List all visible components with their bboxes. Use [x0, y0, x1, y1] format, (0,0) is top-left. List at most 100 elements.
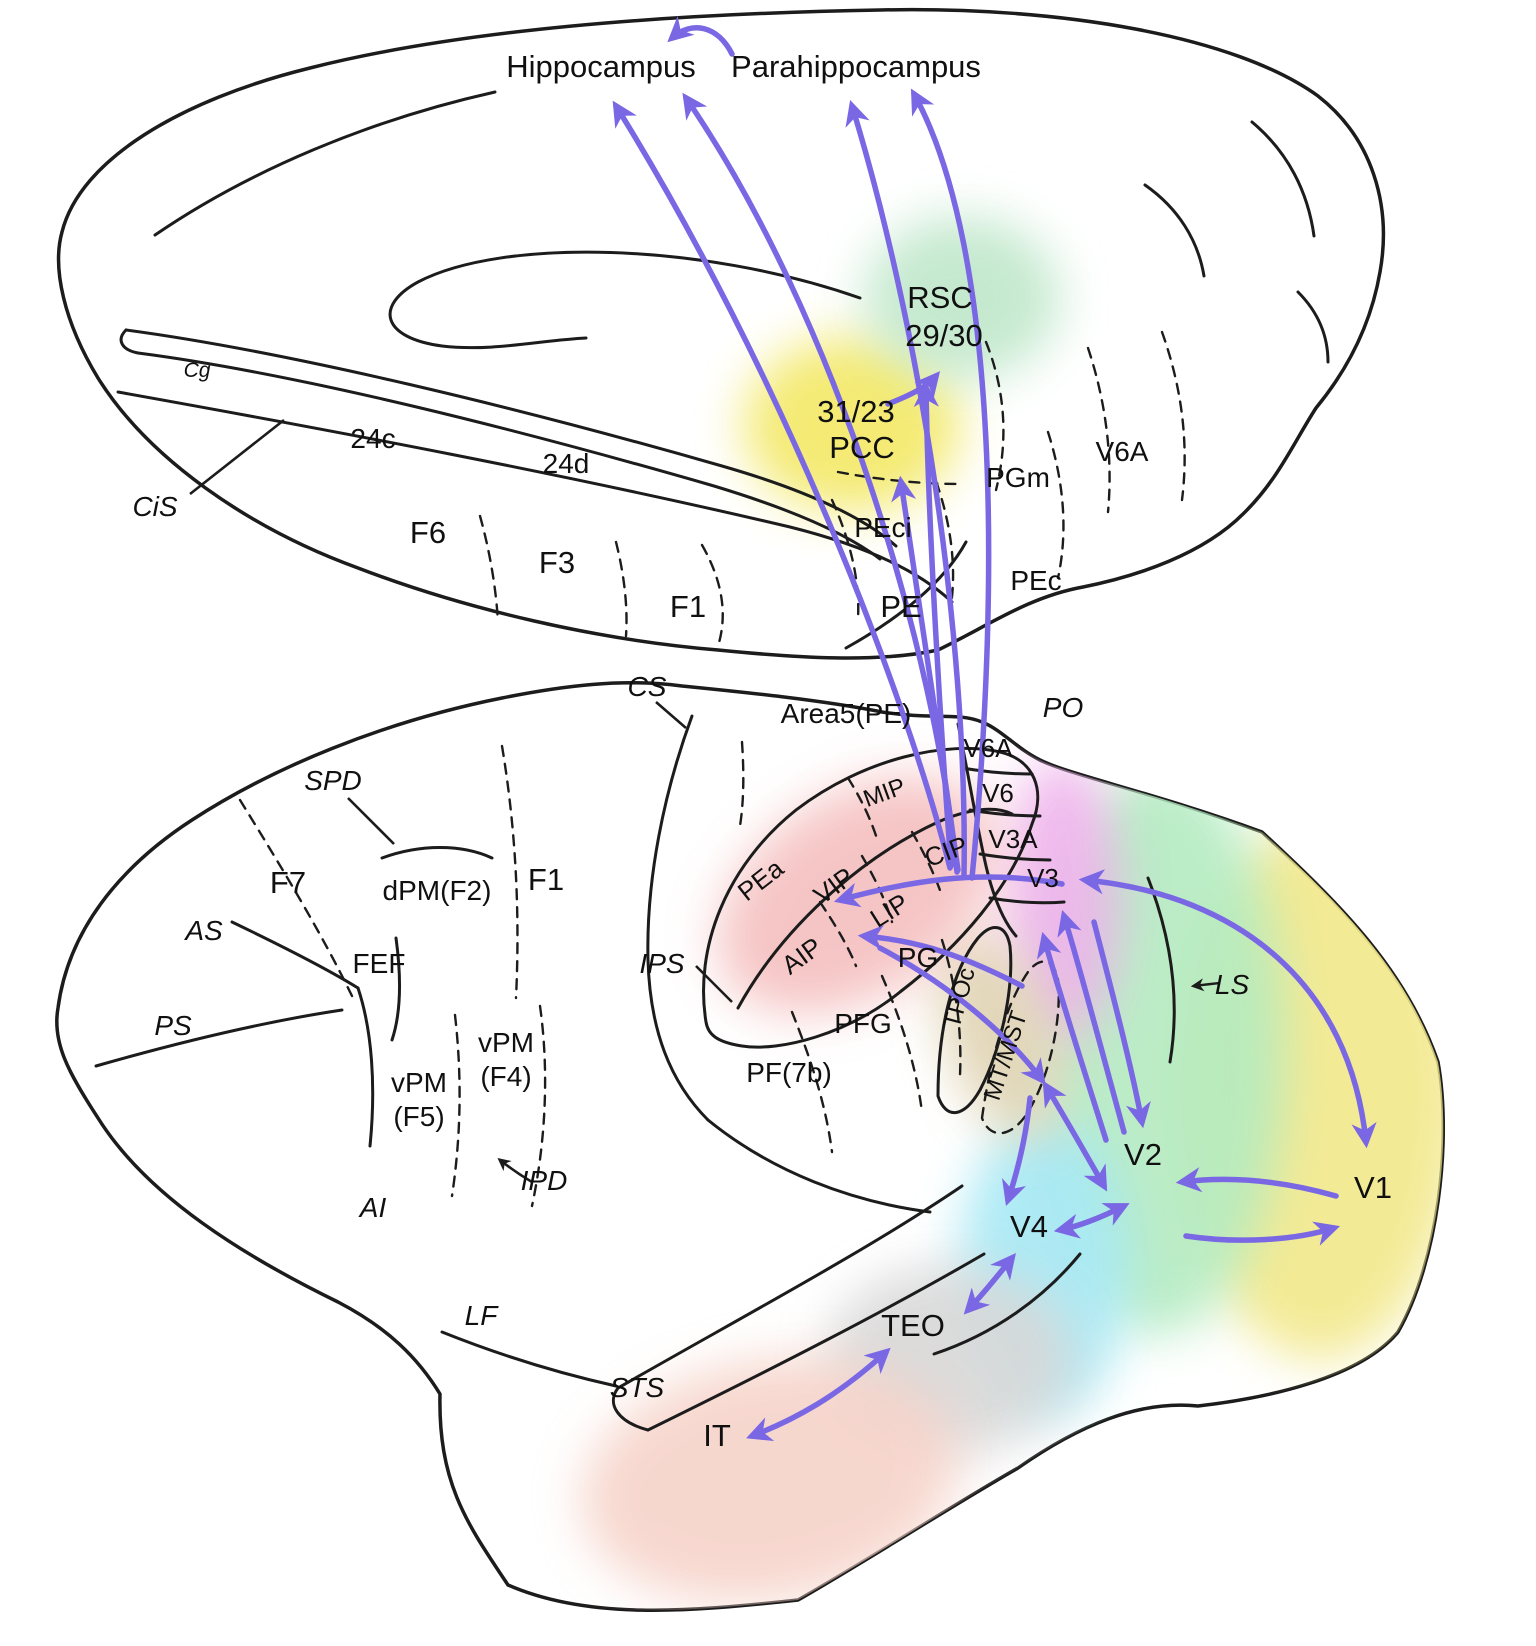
- label-ls: LS: [1215, 969, 1250, 1000]
- boundary-f1-pe: [700, 543, 724, 648]
- boundary-vip-aip: [818, 900, 858, 968]
- arrow-pcc-to-rsc: [885, 371, 941, 407]
- label-hippocampus: Hippocampus: [506, 49, 696, 84]
- occipital-curve-a: [1143, 183, 1206, 278]
- fef-branch: [390, 936, 401, 1042]
- label-it: IT: [703, 1418, 731, 1453]
- lateral-brain: [55, 681, 1446, 1612]
- cis-indicator-line: [189, 418, 285, 496]
- rsc-highlight-region: [864, 216, 1060, 380]
- cingulate-sulcus: [116, 390, 954, 604]
- frontal-inner-curve: [153, 90, 497, 237]
- medial-brain: [56, 7, 1386, 660]
- v3-bottom-line: [988, 896, 1066, 905]
- label-v6: V6: [982, 778, 1014, 808]
- arrow-v1-to-v2: [1175, 1167, 1339, 1199]
- callosal-sulcus-tip: [119, 328, 140, 355]
- arcuate-sulcus-superior: [230, 920, 360, 990]
- label-ipd: IPD: [521, 1165, 568, 1196]
- sts-pole: [611, 1386, 650, 1432]
- ips-indicator-line: [695, 965, 733, 1003]
- label-vpm-f5-line2: (F5): [393, 1101, 444, 1132]
- indicator-lines: [189, 418, 733, 1003]
- boundary-f7-dpm: [238, 798, 354, 998]
- arrow-to-hippocampus-1: [612, 100, 953, 871]
- spd-indicator-line: [347, 797, 395, 845]
- label-ps: PS: [154, 1010, 192, 1041]
- label-cis: CiS: [132, 491, 177, 522]
- label-vpm-f5-line1: vPM: [391, 1067, 447, 1098]
- arrow-teo-it: [746, 1347, 891, 1442]
- label-24c: 24c: [350, 423, 395, 454]
- label-pfg: PFG: [834, 1008, 892, 1039]
- arrow-v2-to-v3: [1057, 909, 1127, 1135]
- label-vpm-f4-line2: (F4): [480, 1061, 531, 1092]
- label-dpm-f2: dPM(F2): [383, 875, 492, 906]
- label-24d: 24d: [543, 448, 590, 479]
- label-as: AS: [183, 915, 223, 946]
- label-v3: V3: [1027, 863, 1059, 893]
- medial-brain-outline: [56, 7, 1386, 660]
- arrow-to-parahippocampus-1: [845, 99, 967, 879]
- boundary-rsc-arc: [984, 340, 1005, 492]
- arcuate-sulcus-inferior: [356, 986, 375, 1148]
- arrow-mt-to-v4: [1001, 1095, 1033, 1207]
- boundary-vpm-separator: [450, 1013, 461, 1198]
- arrow-v3-v1: [1078, 869, 1377, 1149]
- boundary-peci: [830, 498, 860, 620]
- principal-sulcus: [94, 1008, 344, 1068]
- label-vpm-f4-line1: vPM: [478, 1027, 534, 1058]
- label-v6a-lateral: V6A: [963, 733, 1013, 763]
- ipd-pointer-arrow: [497, 1157, 533, 1184]
- teo-curve: [932, 1252, 1082, 1356]
- boundary-pf-pfg: [790, 1010, 834, 1154]
- arrow-v3-to-v2: [1091, 919, 1151, 1129]
- label-po: PO: [1043, 692, 1083, 723]
- v3a-v3-line: [978, 852, 1052, 862]
- label-v3a: V3A: [988, 824, 1038, 854]
- occipital-curve-c: [1296, 290, 1330, 364]
- label-spd: SPD: [304, 765, 362, 796]
- boundary-dpm-f1: [500, 744, 519, 1000]
- upper-cingulate-hook: [388, 250, 862, 350]
- arrow-lip-to-mt: [877, 945, 1046, 1086]
- ls-pointer-arrow: [1190, 978, 1221, 992]
- arrow-to-pcc: [891, 475, 961, 873]
- small-black-arrows: [497, 978, 1221, 1184]
- boundary-pea-mip: [846, 776, 880, 844]
- boundary-pfg-pg: [880, 974, 924, 1114]
- boundary-lip-cip: [910, 830, 944, 898]
- label-rsc-2930: 29/30: [905, 318, 983, 353]
- dpm-arc: [380, 846, 494, 860]
- lateral-fissure-upper: [706, 1118, 932, 1214]
- arrow-v2-v4: [1053, 1203, 1130, 1239]
- label-v6a-medial: V6A: [1096, 436, 1149, 467]
- boundary-v6a-right: [1160, 330, 1186, 502]
- arrow-v4-teo: [963, 1253, 1016, 1315]
- label-parahippocampus: Parahippocampus: [731, 49, 981, 84]
- label-cg: Cg: [184, 359, 211, 382]
- arrow-tpoc-to-aip: [857, 925, 1025, 989]
- label-pec: PEc: [1010, 565, 1061, 596]
- label-pf-7b: PF(7b): [746, 1057, 832, 1088]
- label-v2: V2: [1124, 1137, 1162, 1172]
- label-pgm: PGm: [986, 462, 1050, 493]
- label-pcc-3123: 31/23: [817, 394, 895, 429]
- label-v1: V1: [1354, 1170, 1392, 1205]
- boundary-f6-f3: [478, 514, 500, 624]
- label-fef: FEF: [353, 948, 406, 979]
- label-lf: LF: [465, 1300, 500, 1331]
- label-v4: V4: [1010, 1209, 1048, 1244]
- arrow-v2-to-v1: [1183, 1221, 1341, 1246]
- label-f1-lateral: F1: [528, 862, 564, 897]
- boundary-f3-f1: [614, 540, 628, 638]
- boundary-pgm-pec: [1046, 430, 1065, 580]
- label-teo: TEO: [881, 1308, 945, 1343]
- arrow-v3-to-lip-vip: [833, 874, 1065, 908]
- label-ai: AI: [358, 1192, 387, 1223]
- label-f7: F7: [270, 865, 306, 900]
- occipital-curve-b: [1250, 120, 1316, 238]
- lateral-fissure: [440, 1330, 618, 1388]
- ips-fundus: [736, 807, 1014, 1010]
